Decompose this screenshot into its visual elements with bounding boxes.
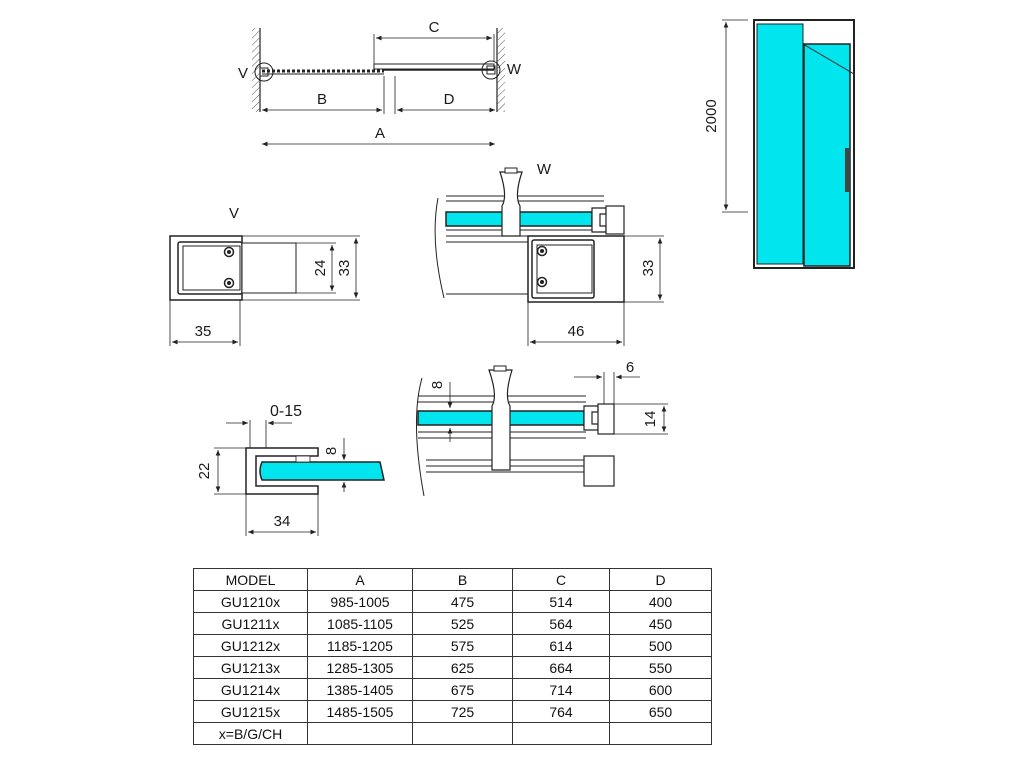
table-cell: 675 — [412, 678, 513, 701]
table-cell: 664 — [512, 656, 610, 679]
table-cell: 1485-1505 — [307, 700, 413, 723]
detail-w-width: 46 — [568, 323, 585, 340]
detail-v-width: 35 — [195, 323, 212, 340]
table-cell: GU1210x — [193, 590, 308, 613]
plan-label-c: C — [429, 19, 440, 36]
table-cell: 564 — [512, 612, 610, 635]
detail-w-height: 33 — [640, 260, 657, 277]
detail-bl-glass: 8 — [323, 447, 340, 455]
spec-table: MODEL A B C D GU1210x 985-1005 475 514 4… — [193, 568, 712, 745]
table-cell: 725 — [412, 700, 513, 723]
detail-v: V 24 33 35 — [169, 205, 360, 346]
detail-br-height: 14 — [642, 411, 659, 428]
detail-bl-gap: 0-15 — [270, 403, 302, 420]
table-cell: 1085-1105 — [307, 612, 413, 635]
detail-bottom-left: 0-15 8 22 34 — [196, 403, 385, 536]
table-cell: 714 — [512, 678, 610, 701]
table-cell: GU1211x — [193, 612, 308, 635]
table-cell: 625 — [412, 656, 513, 679]
table-cell: 550 — [609, 656, 712, 679]
table-footer-cell: x=B/G/CH — [193, 722, 308, 745]
plan-label-v: V — [238, 65, 248, 82]
plan-label-a: A — [375, 125, 385, 142]
table-row: GU1213x 1285-1305 625 664 550 — [193, 656, 712, 679]
detail-w: W 33 46 — [434, 161, 664, 346]
detail-v-h-inner: 24 — [312, 260, 329, 277]
table-cell: 575 — [412, 634, 513, 657]
detail-bottom-right: 8 6 14 — [415, 359, 668, 497]
detail-v-h-outer: 33 — [336, 260, 353, 277]
table-cell: 475 — [412, 590, 513, 613]
table-cell: GU1212x — [193, 634, 308, 657]
table-row: GU1210x 985-1005 475 514 400 — [193, 590, 712, 613]
table-row: GU1214x 1385-1405 675 714 600 — [193, 678, 712, 701]
table-cell: GU1215x — [193, 700, 308, 723]
table-header-cell: C — [512, 568, 610, 591]
plan-view: C V W B D A — [238, 19, 522, 147]
table-row: GU1212x 1185-1205 575 614 500 — [193, 634, 712, 657]
table-header-row: MODEL A B C D — [193, 568, 712, 591]
plan-label-d: D — [444, 91, 455, 108]
table-cell: 600 — [609, 678, 712, 701]
table-header-cell: MODEL — [193, 568, 308, 591]
table-cell: GU1214x — [193, 678, 308, 701]
table-cell: 525 — [412, 612, 513, 635]
table-cell: 764 — [512, 700, 610, 723]
table-cell: 450 — [609, 612, 712, 635]
table-cell: 1385-1405 — [307, 678, 413, 701]
table-cell: 614 — [512, 634, 610, 657]
detail-v-title: V — [229, 205, 239, 222]
plan-label-w: W — [507, 61, 522, 78]
elevation-height: 2000 — [703, 99, 720, 132]
table-header-cell: B — [412, 568, 513, 591]
table-header-cell: D — [609, 568, 712, 591]
detail-br-glass: 8 — [429, 381, 446, 389]
table-footer-row: x=B/G/CH — [193, 722, 712, 745]
detail-bl-height: 22 — [196, 463, 213, 480]
table-cell: 400 — [609, 590, 712, 613]
table-cell: 1285-1305 — [307, 656, 413, 679]
table-cell: 514 — [512, 590, 610, 613]
table-cell: 500 — [609, 634, 712, 657]
table-cell: 985-1005 — [307, 590, 413, 613]
table-header-cell: A — [307, 568, 413, 591]
elevation-view: 2000 — [703, 19, 855, 269]
table-cell: 650 — [609, 700, 712, 723]
detail-br-offset: 6 — [626, 359, 634, 376]
table-cell: 1185-1205 — [307, 634, 413, 657]
detail-bl-width: 34 — [274, 513, 291, 530]
plan-label-b: B — [317, 91, 327, 108]
table-cell: GU1213x — [193, 656, 308, 679]
table-row: GU1215x 1485-1505 725 764 650 — [193, 700, 712, 723]
table-row: GU1211x 1085-1105 525 564 450 — [193, 612, 712, 635]
detail-w-title: W — [537, 161, 552, 178]
